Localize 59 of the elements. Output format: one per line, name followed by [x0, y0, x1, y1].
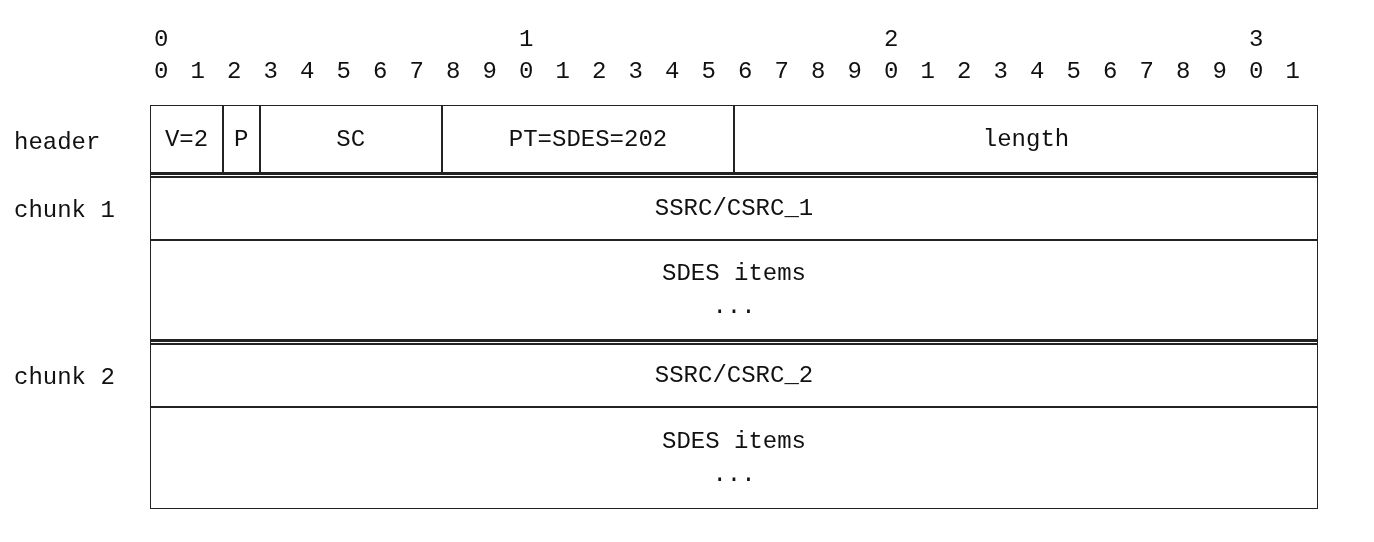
bit-number: 2	[957, 58, 972, 86]
bit-number: 9	[847, 58, 862, 86]
bit-number: 3	[993, 58, 1008, 86]
bit-number: 3	[628, 58, 643, 86]
packet-field	[150, 105, 223, 173]
field-name: SSRC/CSRC_1	[654, 195, 814, 222]
bit-number: 4	[300, 58, 315, 86]
bit-number: 3	[263, 58, 278, 86]
bit-number: 8	[811, 58, 826, 86]
bit-number: 1	[920, 58, 935, 86]
bit-number: 8	[446, 58, 461, 86]
field-name: V=2	[164, 125, 209, 153]
packet-field	[150, 173, 1318, 240]
bit-number: 1	[1285, 58, 1300, 86]
bit-number: 0	[1249, 58, 1264, 86]
field-name: PT=SDES=202	[508, 125, 668, 153]
packet-field	[223, 105, 260, 173]
packet-field	[734, 105, 1318, 173]
bit-number: 6	[738, 58, 753, 86]
bit-number: 1	[555, 58, 570, 86]
packet-field	[150, 340, 1318, 407]
bit-decade-number: 3	[1249, 26, 1264, 54]
bit-number: 8	[1176, 58, 1191, 86]
packet-field	[259, 105, 442, 173]
bit-number: 2	[592, 58, 607, 86]
bit-number: 7	[774, 58, 789, 86]
field-name: P	[234, 125, 249, 153]
bit-decade-number: 2	[884, 26, 899, 54]
row-label: chunk 1	[14, 196, 116, 226]
bit-number: 0	[154, 58, 169, 86]
bit-number: 5	[336, 58, 351, 86]
row-label: chunk 2	[14, 363, 116, 393]
bit-number: 7	[409, 58, 424, 86]
bit-number: 1	[190, 58, 205, 86]
bit-number: 9	[482, 58, 497, 86]
field-name: ...	[712, 293, 756, 320]
bit-number: 0	[884, 58, 899, 86]
row-label: header	[14, 128, 102, 158]
bit-number: 7	[1139, 58, 1154, 86]
field-name: SDES items	[662, 428, 806, 455]
bit-number: 5	[701, 58, 716, 86]
bit-number: 4	[665, 58, 680, 86]
field-name: SSRC/CSRC_2	[654, 362, 814, 389]
packet-field	[150, 240, 1318, 340]
bit-decade-number: 1	[519, 26, 534, 54]
field-name: SC	[336, 125, 366, 153]
bit-number: 6	[1103, 58, 1118, 86]
bit-number: 6	[373, 58, 388, 86]
packet-field	[442, 105, 734, 173]
packet-field	[150, 407, 1318, 509]
bit-number: 0	[519, 58, 534, 86]
field-name: ...	[712, 461, 756, 488]
field-name: length	[982, 125, 1070, 153]
field-name: SDES items	[662, 260, 806, 287]
bit-number: 5	[1066, 58, 1081, 86]
bit-number: 4	[1030, 58, 1045, 86]
bit-number: 2	[227, 58, 242, 86]
bit-number: 9	[1212, 58, 1227, 86]
bit-decade-number: 0	[154, 26, 169, 54]
